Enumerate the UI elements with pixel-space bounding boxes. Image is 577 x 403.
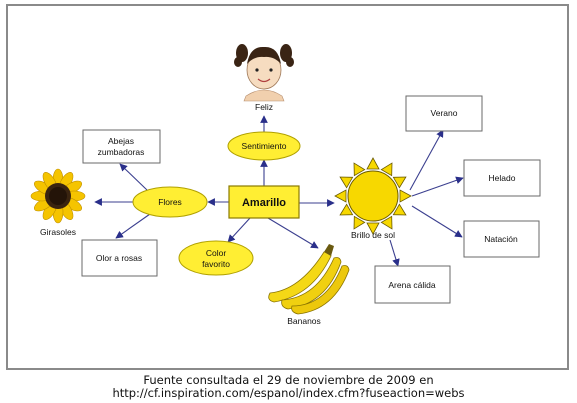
node-verano-label: Verano	[431, 108, 458, 118]
edges	[94, 115, 464, 267]
edge-flores-olor	[115, 213, 151, 239]
edge-brillo-arena	[389, 239, 400, 267]
node-olor-rosas	[81, 239, 158, 277]
node-abejas-line1: Abejas	[108, 136, 134, 146]
node-abejas-line2: zumbadoras	[98, 147, 145, 157]
node-verano	[405, 95, 483, 132]
node-color-favorito-line2: favorito	[202, 259, 230, 269]
node-amarillo	[228, 185, 300, 219]
node-flores-label: Flores	[158, 197, 182, 207]
caption-line-2: http://cf.inspiration.com/espanol/index.…	[112, 386, 465, 400]
node-abejas	[82, 129, 161, 164]
node-natacion	[463, 220, 540, 258]
sun-icon	[334, 157, 412, 235]
edge-center-bananos	[267, 217, 319, 249]
node-arena-calida-label: Arena cálida	[388, 280, 436, 290]
node-amarillo-label: Amarillo	[242, 197, 286, 209]
edge-brillo-helado	[411, 176, 464, 197]
edge-center-color	[227, 217, 251, 243]
node-helado	[463, 159, 541, 197]
sunflower-icon	[30, 168, 86, 224]
label-feliz: Feliz	[255, 102, 273, 112]
node-arena-calida	[374, 265, 451, 304]
edge-brillo-natacion	[411, 205, 463, 238]
node-color-favorito-line1: Color	[206, 248, 226, 258]
node-color-favorito	[178, 240, 254, 276]
label-girasoles: Girasoles	[40, 227, 76, 237]
bananas-icon	[268, 244, 350, 315]
node-helado-label: Helado	[489, 173, 516, 183]
node-flores	[132, 186, 208, 218]
node-sentimiento-label: Sentimiento	[242, 141, 287, 151]
edge-flores-abejas	[119, 163, 148, 191]
label-brillo-de-sol: Brillo de sol	[351, 230, 395, 240]
edge-brillo-verano	[409, 129, 444, 191]
label-bananos: Bananos	[287, 316, 321, 326]
girl-face-icon	[234, 44, 294, 102]
node-natacion-label: Natación	[484, 234, 518, 244]
caption-line-1: Fuente consultada el 29 de noviembre de …	[143, 373, 434, 387]
node-olor-rosas-label: Olor a rosas	[96, 253, 142, 263]
node-sentimiento	[227, 131, 301, 161]
